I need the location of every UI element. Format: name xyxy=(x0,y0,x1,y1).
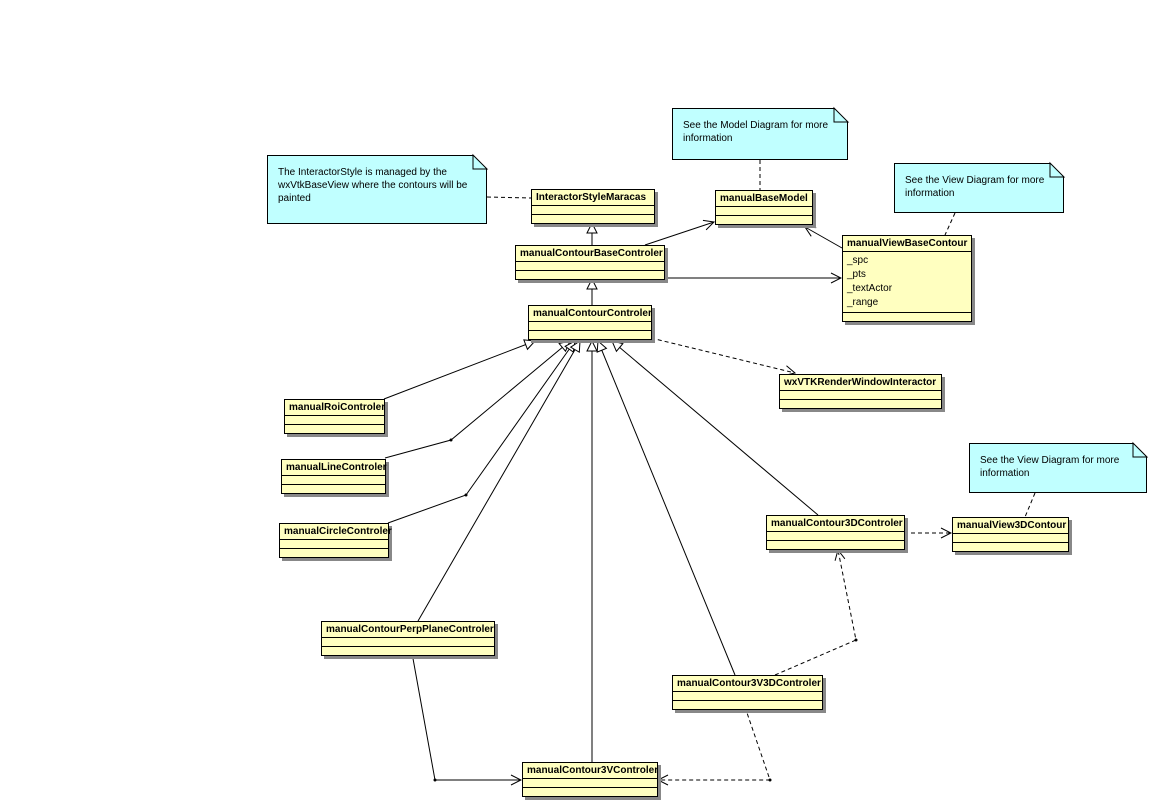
note-text: The InteractorStyle is managed by the wx… xyxy=(278,167,468,204)
dependency-contour-to-interactor xyxy=(650,337,795,373)
class-name: manualContourControler xyxy=(529,306,652,322)
note-view3d-diagram: See the View Diagram for more informatio… xyxy=(969,443,1147,493)
association-base-to-model xyxy=(644,222,714,246)
class-name: InteractorStyleMaracas xyxy=(532,190,654,206)
attribute-list: _spc _pts _textActor _range xyxy=(843,252,971,313)
class-wx-vtk-render-window-interactor[interactable]: wxVTKRenderWindowInteractor xyxy=(779,374,942,409)
attribute: _range xyxy=(847,297,879,308)
class-name: manualContour3DControler xyxy=(767,516,904,532)
note-link-view xyxy=(944,212,956,236)
class-manual-contour-3v3d-controler[interactable]: manualContour3V3DControler xyxy=(672,675,823,710)
generalization-3v3d xyxy=(598,341,736,676)
class-name: manualContourPerpPlaneControler xyxy=(322,622,494,638)
class-name: manualCircleControler xyxy=(280,524,392,540)
class-name: manualContour3VControler xyxy=(523,763,658,779)
dependency-3v3d-to-3v xyxy=(658,706,771,780)
class-name: manualLineControler xyxy=(282,460,387,476)
note-view-diagram: See the View Diagram for more informatio… xyxy=(894,163,1064,213)
class-manual-contour-perp-plane-controler[interactable]: manualContourPerpPlaneControler xyxy=(321,621,495,656)
generalization-roi xyxy=(383,341,535,400)
class-name: manualViewBaseContour xyxy=(843,236,971,252)
class-name: manualRoiControler xyxy=(285,400,385,416)
class-manual-view-base-contour[interactable]: manualViewBaseContour _spc _pts _textAct… xyxy=(842,235,972,322)
attribute: _textActor xyxy=(847,283,893,294)
class-manual-roi-controler[interactable]: manualRoiControler xyxy=(284,399,385,434)
class-manual-view-3d-contour[interactable]: manualView3DContour xyxy=(952,517,1069,552)
class-name: wxVTKRenderWindowInteractor xyxy=(780,375,941,391)
class-manual-base-model[interactable]: manualBaseModel xyxy=(715,190,813,225)
note-link-view3d xyxy=(1024,492,1036,518)
generalization-3d xyxy=(612,341,819,516)
attribute: _spc xyxy=(847,255,869,266)
association-perp-to-3v xyxy=(411,652,521,780)
class-name: manualView3DContour xyxy=(953,518,1068,534)
class-manual-circle-controler[interactable]: manualCircleControler xyxy=(279,523,392,558)
note-interactor-style: The InteractorStyle is managed by the wx… xyxy=(267,155,487,224)
note-text: See the Model Diagram for more informati… xyxy=(683,120,829,144)
class-interactor-style-maracas[interactable]: InteractorStyleMaracas xyxy=(531,189,655,224)
class-name: manualContour3V3DControler xyxy=(673,676,822,692)
class-manual-contour-base-controler[interactable]: manualContourBaseControler xyxy=(515,245,665,280)
note-model-diagram: See the Model Diagram for more informati… xyxy=(672,108,848,160)
note-link-interactor xyxy=(486,196,532,199)
generalization-circle xyxy=(387,341,575,524)
generalization-perp-plane xyxy=(417,341,580,622)
attribute: _pts xyxy=(847,269,866,280)
class-manual-contour-3d-controler[interactable]: manualContour3DControler xyxy=(766,515,905,550)
class-manual-contour-3v-controler[interactable]: manualContour3VControler xyxy=(522,762,658,797)
dependency-3v3d-to-3d xyxy=(774,550,857,676)
note-text: See the View Diagram for more informatio… xyxy=(905,175,1045,199)
class-name: manualBaseModel xyxy=(716,191,812,207)
generalization-line xyxy=(384,341,570,459)
class-manual-line-controler[interactable]: manualLineControler xyxy=(281,459,387,494)
association-view-to-model xyxy=(805,227,843,249)
class-name: manualContourBaseControler xyxy=(516,246,664,262)
note-text: See the View Diagram for more informatio… xyxy=(980,455,1120,479)
class-manual-contour-controler[interactable]: manualContourControler xyxy=(528,305,652,340)
